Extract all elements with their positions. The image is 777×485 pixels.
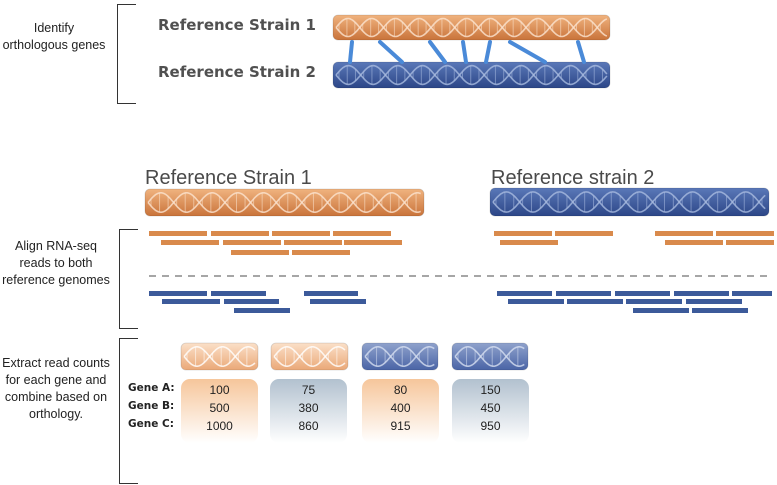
helix-strand bbox=[335, 64, 608, 86]
count-value: 860 bbox=[298, 419, 319, 433]
helix-strand bbox=[492, 191, 766, 213]
count-value: 500 bbox=[209, 401, 230, 415]
read-strain1 bbox=[161, 240, 219, 245]
read-strain2 bbox=[304, 291, 358, 296]
count-value: 380 bbox=[298, 401, 319, 415]
read-strain2 bbox=[224, 299, 279, 304]
read-strain2 bbox=[567, 299, 623, 304]
chromosome-bar bbox=[361, 342, 439, 371]
read-strain1 bbox=[716, 231, 774, 236]
chromosome-bar bbox=[144, 188, 425, 217]
helix-strand bbox=[335, 64, 608, 86]
gene-segment-strain2 bbox=[361, 342, 439, 371]
read-strain1 bbox=[665, 240, 723, 245]
read-strain1 bbox=[223, 240, 281, 245]
read-strain1 bbox=[284, 240, 342, 245]
count-value: 915 bbox=[390, 419, 411, 433]
step-align-label: Align RNA-seq reads to both reference ge… bbox=[2, 239, 110, 287]
helix-strand bbox=[273, 346, 346, 367]
chromosome-bar bbox=[451, 342, 529, 371]
bracket-extract bbox=[119, 338, 138, 484]
read-strain1 bbox=[555, 231, 613, 236]
helix-strand bbox=[147, 192, 421, 213]
mid-chromosome-strain1 bbox=[144, 188, 425, 217]
helix-strand bbox=[492, 191, 766, 213]
read-strain1 bbox=[231, 250, 289, 255]
mid-strain1-label: Reference Strain 1 bbox=[145, 167, 312, 189]
read-strain1 bbox=[292, 250, 350, 255]
top-strain2-label: Reference Strain 2 bbox=[158, 63, 316, 81]
step-extract-label: Extract read counts for each gene and co… bbox=[2, 356, 110, 421]
read-strain2 bbox=[211, 291, 266, 296]
helix-strand bbox=[147, 192, 421, 213]
read-strain2 bbox=[149, 291, 207, 296]
orthology-link bbox=[508, 40, 547, 64]
helix-strand bbox=[335, 17, 608, 38]
count-box-gene-3: 80 400 915 bbox=[362, 379, 439, 443]
read-strain2 bbox=[732, 291, 772, 296]
gene-segment-strain1 bbox=[270, 342, 349, 371]
gene-a-label: Gene A: bbox=[128, 382, 175, 394]
read-strain1 bbox=[655, 231, 713, 236]
helix-strand bbox=[273, 346, 346, 367]
read-strain1 bbox=[211, 231, 269, 236]
count-value: 450 bbox=[480, 401, 501, 415]
read-strain2 bbox=[556, 291, 611, 296]
count-value: 950 bbox=[480, 419, 501, 433]
gene-b-label: Gene B: bbox=[128, 400, 175, 412]
count-value: 75 bbox=[301, 383, 316, 397]
read-strain2 bbox=[633, 308, 689, 313]
read-strain2 bbox=[497, 291, 552, 296]
orthology-link bbox=[461, 40, 468, 64]
orthology-link bbox=[348, 40, 354, 64]
count-value: 150 bbox=[480, 383, 501, 397]
helix-strand bbox=[335, 17, 608, 38]
read-strain2 bbox=[162, 299, 220, 304]
orthology-link bbox=[428, 40, 447, 64]
read-strain2 bbox=[310, 299, 366, 304]
read-strain2 bbox=[626, 299, 682, 304]
count-box-gene-1: 100 500 1000 bbox=[181, 379, 258, 443]
count-value: 100 bbox=[209, 383, 230, 397]
read-strain1 bbox=[333, 231, 391, 236]
helix-strand bbox=[183, 346, 256, 367]
top-strain1-label: Reference Strain 1 bbox=[158, 16, 316, 34]
gene-segment-strain1 bbox=[180, 342, 259, 371]
orthology-link bbox=[378, 40, 404, 64]
read-strain1 bbox=[500, 240, 558, 245]
read-strain1 bbox=[344, 240, 402, 245]
top-chromosome-strain1 bbox=[332, 14, 611, 41]
gene-segment-strain2 bbox=[451, 342, 529, 371]
read-strain1 bbox=[494, 231, 552, 236]
read-strain2 bbox=[234, 308, 290, 313]
read-strain1 bbox=[726, 240, 774, 245]
count-value: 80 bbox=[393, 383, 408, 397]
chromosome-bar bbox=[180, 342, 259, 371]
read-strain2 bbox=[508, 299, 564, 304]
read-strain2 bbox=[674, 291, 729, 296]
mid-chromosome-strain2 bbox=[489, 187, 770, 217]
orthology-link bbox=[576, 40, 586, 64]
read-strain2 bbox=[692, 308, 748, 313]
bracket-identify bbox=[117, 4, 136, 104]
helix-strand bbox=[183, 346, 256, 367]
count-value: 400 bbox=[390, 401, 411, 415]
read-strain2 bbox=[686, 299, 742, 304]
read-strain2 bbox=[615, 291, 670, 296]
read-strain1 bbox=[149, 231, 207, 236]
read-strain1 bbox=[272, 231, 330, 236]
mid-strain2-label: Reference strain 2 bbox=[491, 167, 655, 189]
orthology-link bbox=[484, 40, 492, 64]
top-chromosome-strain2 bbox=[332, 61, 611, 89]
step-identify-label: Identify orthologous genes bbox=[2, 21, 106, 52]
bracket-align bbox=[119, 229, 138, 329]
gene-c-label: Gene C: bbox=[128, 418, 174, 430]
count-box-gene-2: 75 380 860 bbox=[270, 379, 347, 443]
count-box-gene-4: 150 450 950 bbox=[452, 379, 529, 443]
count-value: 1000 bbox=[206, 419, 233, 433]
chromosome-bar bbox=[270, 342, 349, 371]
